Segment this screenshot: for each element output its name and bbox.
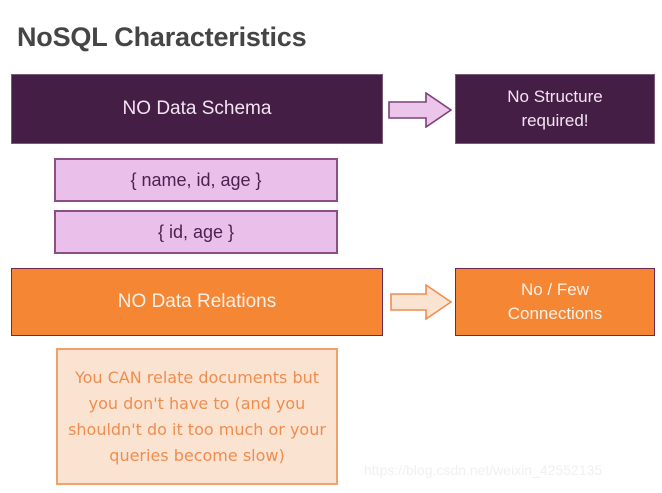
relate-documents-note-label: You CAN relate documents but you don't h… — [68, 367, 326, 465]
relate-documents-note: You CAN relate documents but you don't h… — [56, 348, 338, 485]
no-few-connections-label: No / Few Connections — [507, 280, 603, 323]
no-data-relations-label: NO Data Relations — [117, 291, 277, 312]
document-sample-1-label: { name, id, age } — [130, 169, 262, 190]
no-data-schema-label: NO Data Schema — [122, 98, 272, 119]
document-sample-2-label: { id, age } — [157, 221, 235, 242]
no-few-connections-box: No / Few Connections — [455, 268, 655, 336]
page-title: NoSQL Characteristics — [17, 22, 307, 53]
relations-arrow-right-icon — [390, 284, 452, 320]
document-sample-1: { name, id, age } — [54, 158, 338, 202]
no-structure-required-box: No Structure required! — [455, 74, 655, 144]
document-sample-2: { id, age } — [54, 210, 338, 254]
no-structure-required-label: No Structure required! — [507, 87, 603, 130]
no-data-schema-banner: NO Data Schema — [11, 74, 383, 144]
no-data-relations-banner: NO Data Relations — [11, 268, 383, 336]
schema-arrow-right-icon — [388, 92, 452, 128]
watermark: https://blog.csdn.net/weixin_42552135 — [364, 462, 603, 478]
